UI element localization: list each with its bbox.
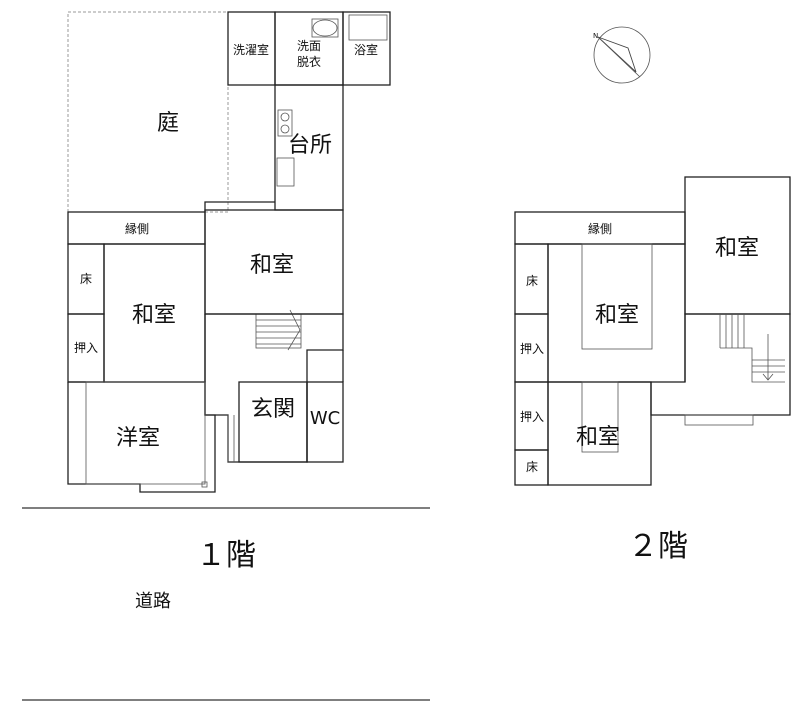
stairs-1f <box>255 309 302 351</box>
entrance-1f <box>238 381 308 463</box>
stove-icon <box>277 109 293 137</box>
bathroom <box>342 11 391 86</box>
washitsu-east-1f-label: 和室 <box>250 253 294 278</box>
entrance-label: 玄関 <box>251 397 295 422</box>
washroom-label-2: 脱衣 <box>297 54 321 69</box>
laundry-label: 洗濯室 <box>233 42 269 57</box>
washitsu-south-2f-label: 和室 <box>576 425 620 450</box>
north-arrow-icon: N <box>593 26 651 84</box>
counter-icon <box>276 157 295 187</box>
oshiire-1f-label: 押入 <box>74 341 98 355</box>
floor-2-plan <box>514 176 791 486</box>
oshiire-2f-top-label: 押入 <box>520 342 544 356</box>
oshiire-2f-bottom-label: 押入 <box>520 410 544 424</box>
washitsu-center-2f-label: 和室 <box>595 303 639 328</box>
tokonoma-2f-top-label: 床 <box>526 274 538 288</box>
wc-label: WC <box>310 408 340 429</box>
floor-2-label: ２階 <box>628 529 688 564</box>
sink-icon <box>312 19 338 37</box>
garden-label: 庭 <box>157 111 179 136</box>
bathtub-icon <box>348 14 388 41</box>
svg-text:N: N <box>593 32 598 40</box>
stairs-2f <box>719 314 785 383</box>
bath-label: 浴室 <box>354 42 378 57</box>
wc-1f <box>306 381 344 463</box>
floor-1-label: １階 <box>196 538 256 573</box>
road-label: 道路 <box>135 591 171 612</box>
kitchen-label: 台所 <box>288 133 332 158</box>
garden-area <box>67 11 229 213</box>
washitsu-east-2f-label: 和室 <box>715 236 759 261</box>
veranda-1f-label: 縁側 <box>125 221 149 236</box>
washitsu-main-1f-label: 和室 <box>132 303 176 328</box>
tokonoma-2f-bottom-label: 床 <box>526 460 538 474</box>
veranda-2f-label: 縁側 <box>588 221 612 236</box>
floor-1-plan <box>67 11 391 493</box>
youshitsu-label: 洋室 <box>116 426 160 451</box>
tokonoma-1f-label: 床 <box>80 272 92 286</box>
washroom-label-1: 洗面 <box>297 39 321 53</box>
